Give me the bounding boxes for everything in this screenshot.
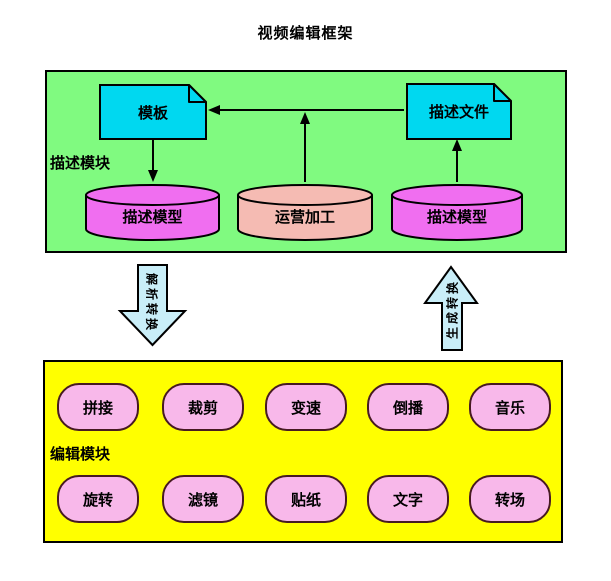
edit-op-reverse: 倒播	[367, 383, 449, 431]
description-model-right-cylinder: 描述模型	[391, 183, 523, 241]
edit-module-box: 编辑模块 拼接 裁剪 变速 倒播 音乐 旋转 滤镜 贴纸 文字 转场	[43, 360, 563, 543]
operation-processing-cylinder: 运营加工	[237, 183, 373, 241]
edit-op-text: 文字	[367, 475, 449, 523]
description-module-box: 描述模块 模板 描述文件 描述模型	[45, 70, 567, 253]
cylinder-body	[237, 195, 373, 241]
cylinder-shape-icon	[85, 184, 220, 241]
template-doc-shape	[99, 84, 207, 140]
cylinder-shape-icon	[237, 184, 373, 241]
edit-module-label: 编辑模块	[50, 445, 111, 463]
diagram-title: 视频编辑框架	[257, 24, 354, 42]
cylinder-top	[85, 184, 220, 206]
edit-op-transition: 转场	[469, 475, 551, 523]
cylinder-top	[391, 184, 523, 206]
cylinder-body	[85, 195, 220, 241]
description-file-label: 描述文件	[428, 103, 489, 121]
edit-op-speed: 变速	[265, 383, 347, 431]
edit-op-crop: 裁剪	[162, 383, 244, 431]
edit-op-rotate: 旋转	[57, 475, 139, 523]
template-doc-fold-icon	[188, 84, 207, 103]
edit-op-splice: 拼接	[57, 383, 139, 431]
parse-convert-label: 解析转换	[144, 272, 159, 334]
template-document-node: 模板	[99, 84, 207, 140]
document-shape-icon	[99, 84, 207, 140]
description-model-left-cylinder: 描述模型	[85, 183, 220, 241]
generate-convert-label: 生成转换	[445, 278, 460, 340]
edit-op-filter: 滤镜	[162, 475, 244, 523]
template-document-label: 模板	[137, 103, 168, 122]
description-model-left-label: 描述模型	[122, 207, 183, 226]
cylinder-body	[391, 195, 523, 241]
description-file-doc-fold-icon	[493, 83, 512, 102]
cylinder-top	[237, 184, 373, 206]
description-model-right-label: 描述模型	[426, 207, 487, 226]
document-shape-icon	[406, 83, 512, 140]
description-file-document-node: 描述文件	[406, 83, 512, 140]
edit-op-sticker: 贴纸	[265, 475, 347, 523]
operation-processing-label: 运营加工	[274, 207, 335, 226]
cylinder-shape-icon	[391, 184, 523, 241]
edit-op-music: 音乐	[469, 383, 551, 431]
description-module-label: 描述模块	[50, 154, 111, 172]
description-file-doc-shape	[406, 83, 512, 140]
